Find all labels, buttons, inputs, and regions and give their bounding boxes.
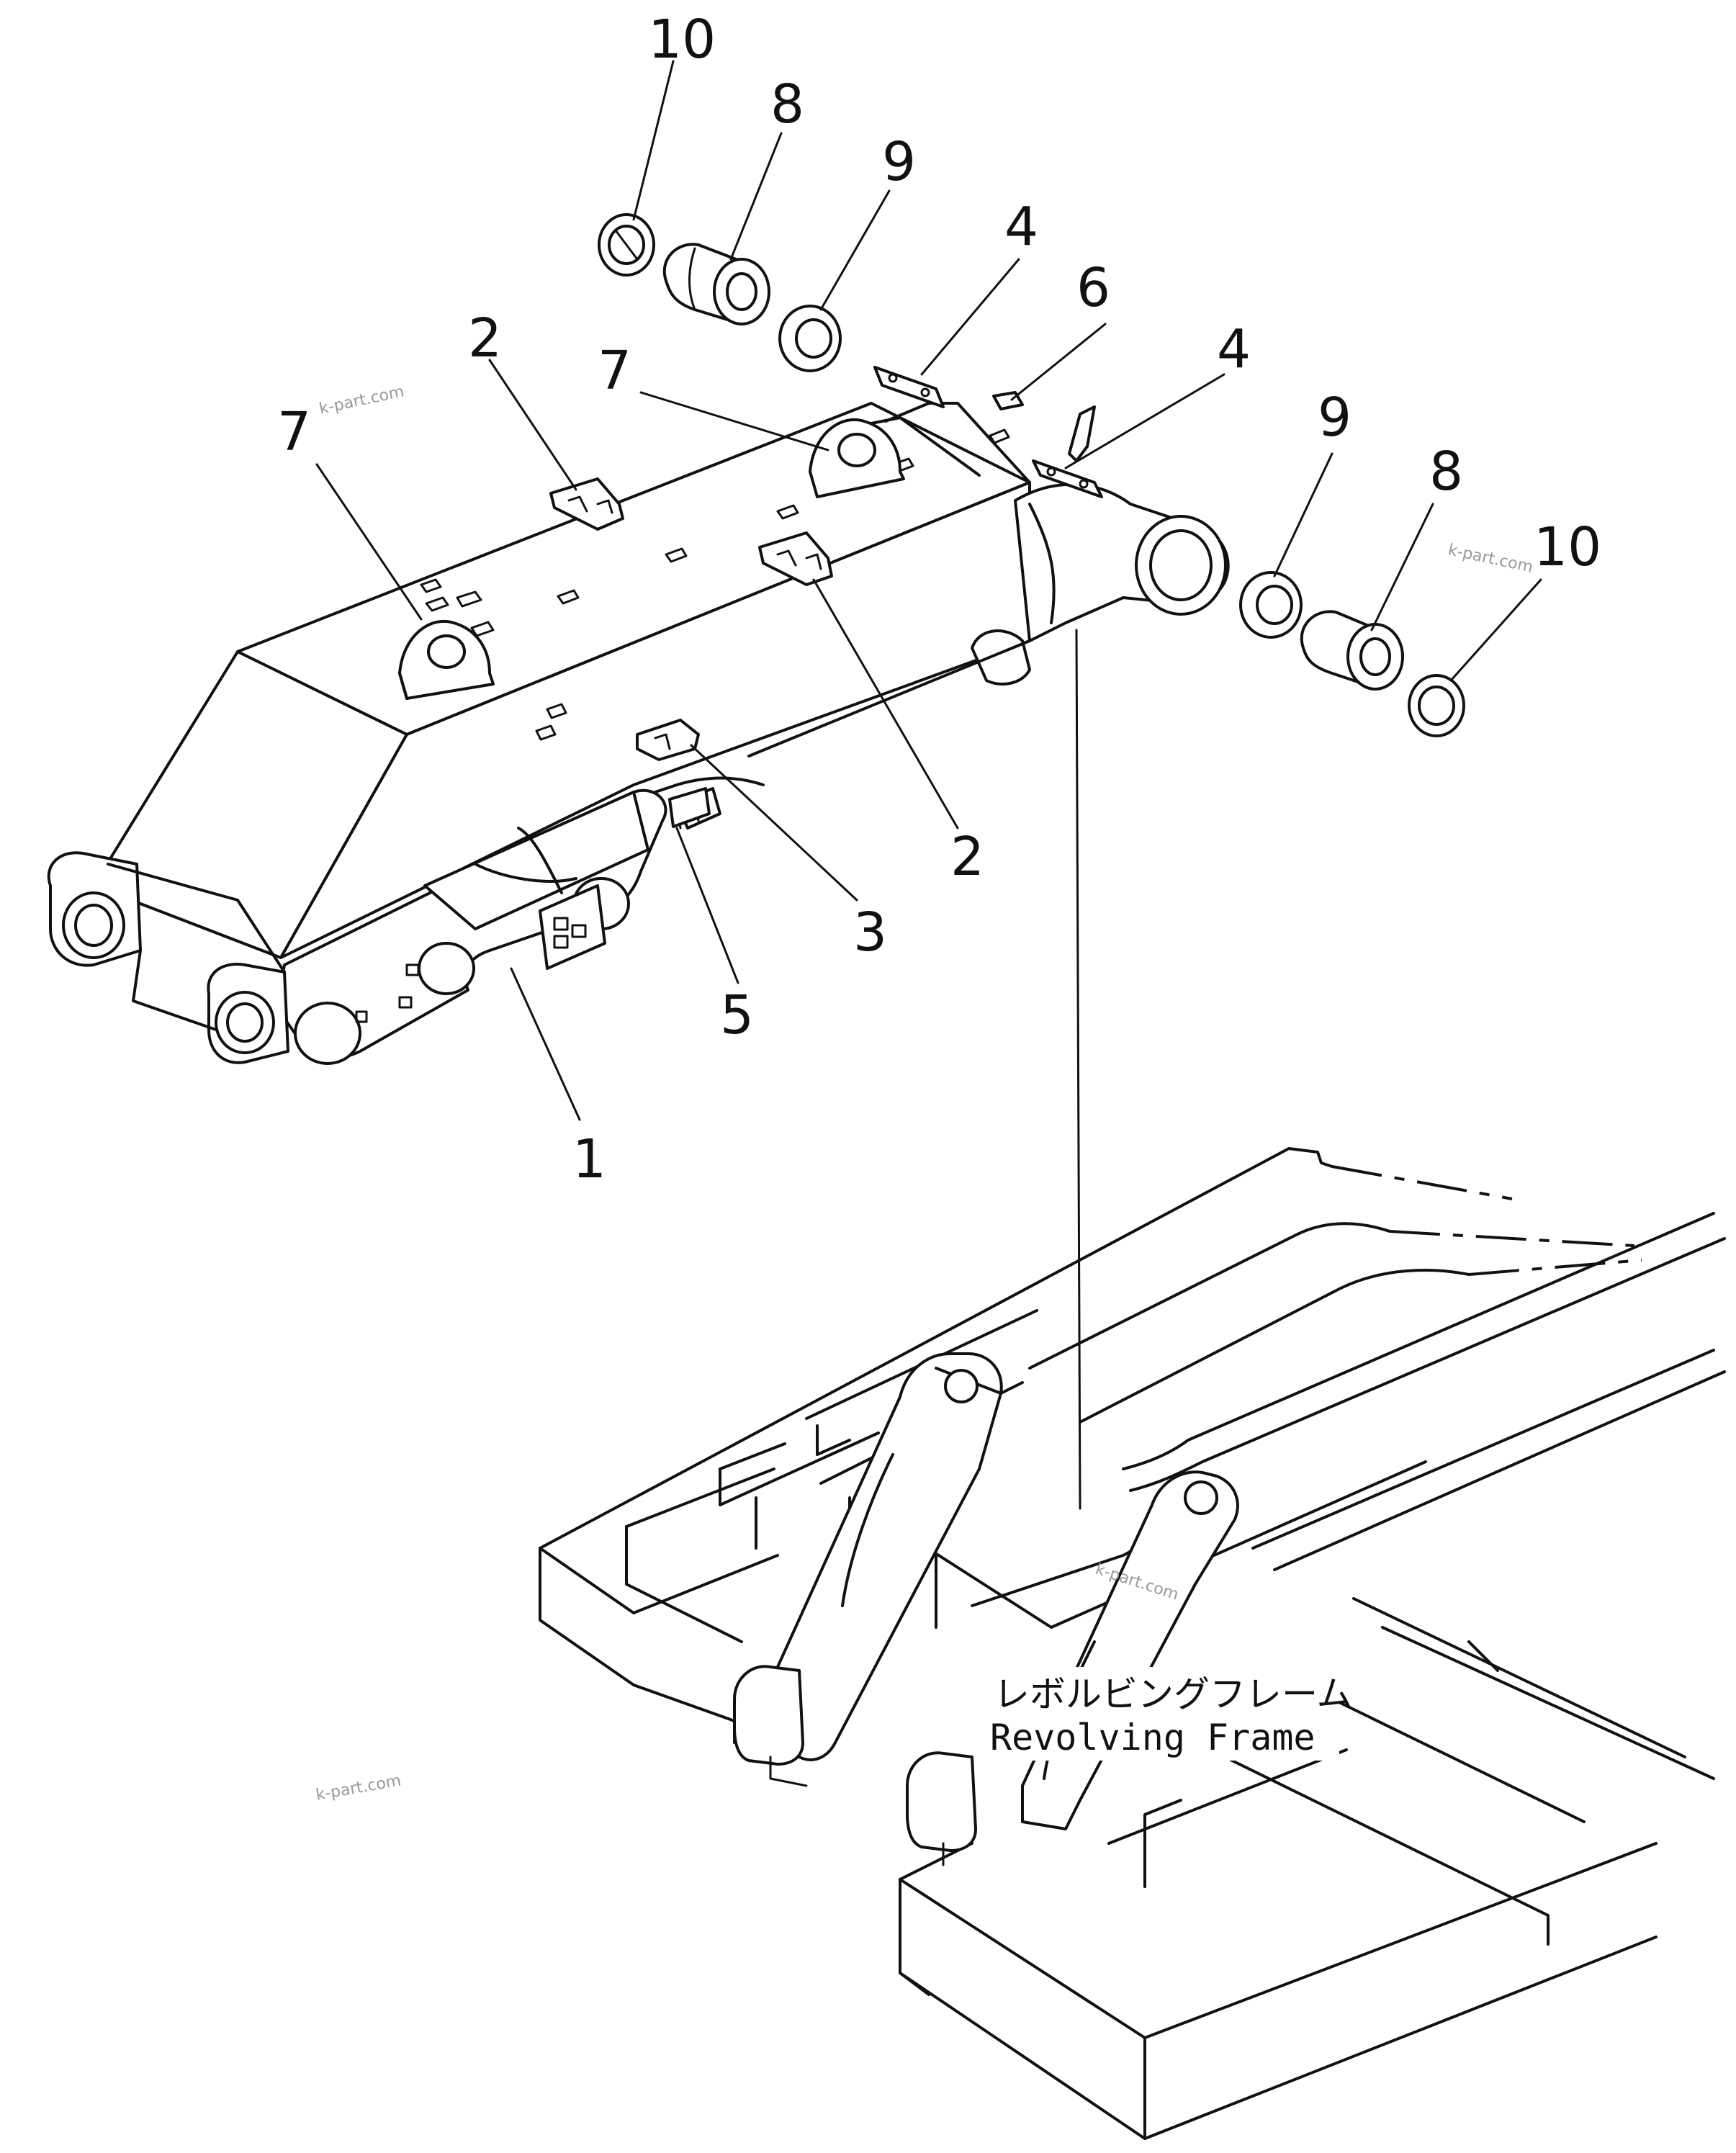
callout-1: 1 — [572, 1128, 606, 1190]
callout-3: 3 — [853, 902, 887, 963]
leader-lines — [315, 60, 1542, 1121]
frame-label-japanese: レボルビングフレーム — [994, 1673, 1353, 1715]
plate-part-4-right — [1032, 459, 1103, 498]
callout-9: 9 — [882, 131, 916, 193]
callout-2: 2 — [950, 826, 984, 888]
callout-4: 4 — [1004, 196, 1038, 258]
watermark: k-part.com — [1447, 541, 1534, 576]
plate-part-5 — [668, 787, 711, 828]
bushing-part-8-left — [662, 243, 770, 325]
seal-part-9-left — [778, 305, 842, 372]
callout-10: 10 — [1534, 516, 1601, 578]
callout-2: 2 — [468, 307, 502, 369]
frame-label-english: Revolving Frame — [990, 1717, 1316, 1758]
lifting-eye-part-7-right — [809, 418, 905, 498]
frame-label: レボルビングフレーム Revolving Frame — [986, 1667, 1353, 1761]
callout-8: 8 — [1429, 441, 1463, 503]
lifting-eye-part-7-left — [398, 619, 495, 700]
boom-top-pads — [420, 428, 1010, 741]
callout-5: 5 — [720, 984, 754, 1046]
callout-6: 6 — [1076, 257, 1110, 319]
callout-8: 8 — [770, 73, 804, 135]
callout-labels: 10 8 9 4 6 4 2 7 7 9 8 10 2 3 5 1 — [277, 9, 1601, 1190]
clamp-part-2-left — [549, 477, 624, 531]
watermark: k-part.com — [315, 1771, 402, 1804]
clamp-part-2-right — [758, 531, 833, 586]
callout-7: 7 — [277, 401, 311, 463]
callout-10: 10 — [648, 9, 716, 71]
seal-part-10-right — [1408, 674, 1465, 737]
callout-4: 4 — [1217, 318, 1251, 380]
seal-part-10-left — [598, 213, 655, 277]
bushing-part-8-right — [1300, 610, 1404, 691]
revolving-frame — [539, 1147, 1726, 2140]
callout-9: 9 — [1318, 387, 1352, 449]
seal-part-9-right — [1239, 571, 1303, 639]
plate-part-4-left — [873, 366, 945, 408]
callout-7: 7 — [598, 340, 631, 402]
pad-part-6 — [992, 391, 1096, 462]
watermark: k-part.com — [318, 383, 405, 418]
assembly-guide-line — [1075, 629, 1081, 1510]
